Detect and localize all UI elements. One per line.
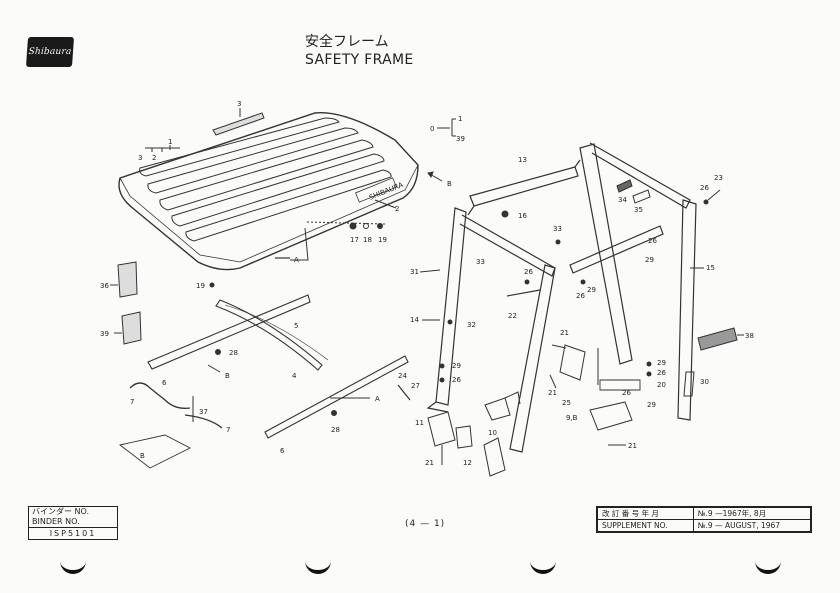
label-37: 37 (199, 408, 208, 416)
binder-hole-mark (60, 560, 86, 574)
label-33b: 33 (553, 225, 562, 233)
label-7-a: 7 (130, 398, 134, 406)
label-29-f: 29 (452, 362, 461, 370)
seat-belt (129, 382, 191, 409)
binder-hole-mark (530, 560, 556, 574)
label-9b: 9,B (566, 414, 578, 422)
revision-label: 改 訂 番 号 年 月 (597, 507, 694, 520)
label-7-b: 7 (226, 426, 230, 434)
label-18: 18 (363, 236, 372, 244)
page-title-japanese: 安全フレーム (305, 34, 389, 50)
label-11: 11 (415, 419, 424, 427)
label-2: 2 (152, 154, 156, 162)
page-title-english: SAFETY FRAME (305, 52, 414, 68)
binder-label-english: BINDER NO. (32, 517, 80, 526)
label-13: 13 (518, 156, 527, 164)
decal-36 (117, 261, 138, 298)
label-29-d: 29 (657, 359, 666, 367)
label-26-e: 26 (622, 389, 631, 397)
label-29-e: 29 (647, 401, 656, 409)
strap-4 (215, 299, 323, 371)
label-26-b: 26 (576, 292, 585, 300)
supplement-box: 改 訂 番 号 年 月 №.9 —1967年, 8月 SUPPLEMENT NO… (596, 506, 812, 533)
label-1-ref: 1 (458, 115, 462, 123)
frame-15 (569, 142, 697, 421)
part-3-decal (212, 112, 265, 136)
label-27: 27 (411, 382, 420, 390)
label-1: 1 (168, 138, 172, 146)
label-22: 22 (508, 312, 517, 320)
frame-14 (426, 207, 556, 453)
label-26-d: 26 (657, 369, 666, 377)
label-21-b: 21 (548, 389, 557, 397)
label-38: 38 (745, 332, 754, 340)
supplement-value: №.9 — AUGUST, 1967 (692, 519, 812, 532)
label-21-c: 21 (628, 442, 637, 450)
binder-number-box: バインダー NO. BINDER NO. ISP5101 (28, 506, 118, 540)
label-26-f: 26 (452, 376, 461, 384)
binder-hole-mark (305, 560, 331, 574)
bracket-8 (118, 434, 191, 469)
label-20: 20 (657, 381, 666, 389)
label-14: 14 (410, 316, 419, 324)
label-12: 12 (463, 459, 472, 467)
label-21-a: 21 (560, 329, 569, 337)
label-24: 24 (398, 372, 407, 380)
label-39: 39 (100, 330, 109, 338)
frame-13 (467, 159, 581, 216)
label-25: 25 (562, 399, 571, 407)
label-26-c: 26 (648, 237, 657, 245)
label-0: 0 (430, 125, 434, 133)
arrow-b-left: B (225, 372, 230, 380)
label-32: 32 (467, 321, 476, 329)
label-29-b: 29 (587, 286, 596, 294)
label-28-a: 28 (229, 349, 238, 357)
label-29-c: 29 (645, 256, 654, 264)
label-4: 4 (292, 372, 297, 380)
label-19-b: 19 (196, 282, 205, 290)
label-28-b: 28 (331, 426, 340, 434)
label-17: 17 (350, 236, 359, 244)
revision-value: №.9 —1967年, 8月 (692, 507, 812, 520)
label-21-d: 21 (425, 459, 434, 467)
binder-code: ISP5101 (29, 527, 117, 539)
label-23: 23 (714, 174, 723, 182)
label-15: 15 (706, 264, 715, 272)
label-36: 36 (100, 282, 109, 290)
label-39-ref: 39 (456, 135, 465, 143)
supplement-label: SUPPLEMENT NO. (597, 519, 694, 532)
label-31: 31 (410, 268, 419, 276)
label-30: 30 (700, 378, 709, 386)
label-8: B (140, 452, 145, 460)
arrow-a-1: A (294, 256, 299, 264)
label-35: 35 (634, 206, 643, 214)
label-2-canopy: 2 (395, 205, 399, 213)
rail-6-lower (264, 355, 409, 439)
label-16: 16 (518, 212, 527, 220)
canopy-roof (118, 112, 419, 271)
binder-label-japanese: バインダー NO. (32, 507, 90, 516)
label-6-a: 6 (162, 379, 167, 387)
arrow-a-2: A (375, 395, 380, 403)
label-19: 19 (378, 236, 387, 244)
label-26-mid: 26 (524, 268, 533, 276)
label-3-top: 3 (237, 100, 241, 108)
page-number: (4 — 1) (405, 519, 446, 529)
label-3: 3 (138, 154, 142, 162)
label-5: 5 (294, 322, 298, 330)
label-26-top: 26 (700, 184, 709, 192)
label-33a: 33 (476, 258, 485, 266)
decal-39 (121, 311, 142, 345)
label-6-b: 6 (280, 447, 285, 455)
label-10: 10 (488, 429, 497, 437)
label-34: 34 (618, 196, 627, 204)
binder-hole-mark (755, 560, 781, 574)
arrow-b-top: B (447, 180, 452, 188)
